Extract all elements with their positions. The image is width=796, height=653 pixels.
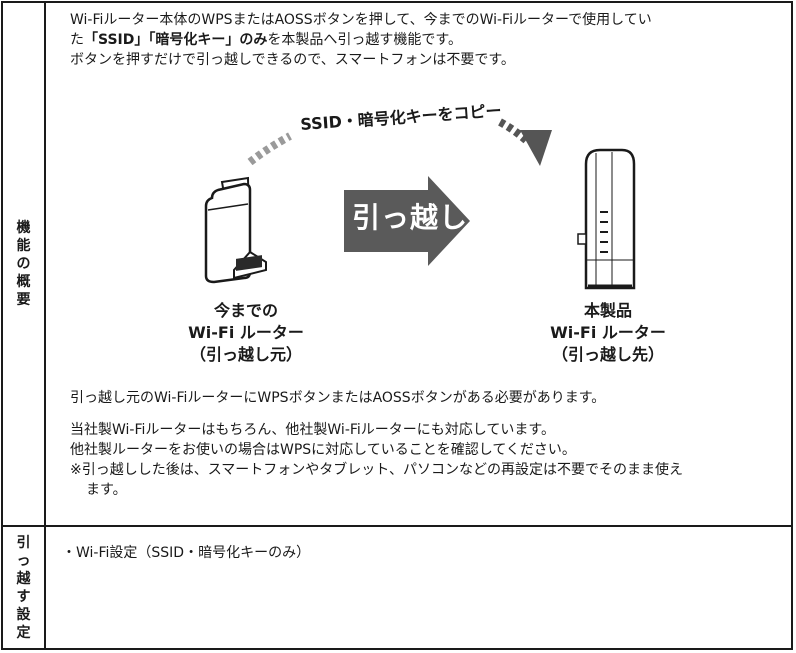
label-char: 概: [16, 274, 31, 290]
label-char: 引: [16, 534, 31, 551]
note-line: 当社製Wi-Fiルーターはもちろん、他社製Wi-Fiルーターにも対応しています。: [70, 422, 555, 438]
new-router-icon: [577, 148, 636, 290]
section-label-overview: 機 能 の 概 要: [3, 3, 44, 525]
row-divider: [1, 525, 793, 527]
caption-line: Wi-Fi ルーター: [550, 323, 666, 342]
section-label-migration-settings: 引 っ 越 す 設 定: [3, 527, 44, 648]
note-line: ※引っ越しした後は、スマートフォンやタブレット、パソコンなどの再設定は不要でその…: [70, 462, 684, 478]
old-router-icon: [204, 176, 267, 284]
migration-arrow: [344, 176, 470, 266]
label-char: す: [16, 588, 31, 605]
label-char: っ: [16, 552, 31, 569]
intro-text: を本製品へ引っ越す機能です。: [267, 32, 462, 48]
label-char: 設: [16, 606, 31, 623]
caption-line: Wi-Fi ルーター: [188, 323, 304, 342]
label-char: 越: [16, 570, 31, 587]
caption-line: （引っ越し先）: [551, 345, 664, 364]
intro-line: ボタンを押すだけで引っ越しできるので、スマートフォンは不要です。: [70, 52, 515, 68]
note-line: 他社製ルーターをお使いの場合はWPSに対応していることを確認してください。: [70, 442, 576, 458]
requirement-note: 引っ越し元のWi-FiルーターにWPSボタンまたはAOSSボタンがある必要があり…: [70, 388, 785, 408]
intro-line: た「SSID」「暗号化キー」のみを本製品へ引っ越す機能です。: [70, 30, 770, 50]
intro-emphasis: 「SSID」「暗号化キー」のみ: [84, 32, 268, 48]
migrated-setting-item: ・Wi-Fi設定（SSID・暗号化キーのみ）: [62, 545, 311, 561]
intro-line: Wi-Fiルーター本体のWPSまたはAOSSボタンを押して、今までのWi-Fiル…: [70, 12, 652, 28]
compatibility-note: 当社製Wi-Fiルーターはもちろん、他社製Wi-Fiルーターにも対応しています。…: [70, 420, 785, 500]
dotted-copy-arrow: [247, 118, 552, 166]
old-router-caption: 今までの Wi-Fi ルーター （引っ越し元）: [176, 300, 316, 366]
label-char: 定: [16, 624, 31, 641]
new-router-caption: 本製品 Wi-Fi ルーター （引っ越し先）: [538, 300, 678, 366]
label-char: 機: [16, 220, 31, 236]
label-char: 能: [16, 238, 31, 254]
arrow-label: 引っ越し: [352, 201, 469, 234]
note-line: ます。: [86, 482, 127, 498]
label-char: 要: [16, 292, 31, 308]
intro-paragraph: Wi-Fiルーター本体のWPSまたはAOSSボタンを押して、今までのWi-Fiル…: [70, 10, 770, 70]
caption-line: （引っ越し元）: [189, 345, 302, 364]
note-line: 引っ越し元のWi-FiルーターにWPSボタンまたはAOSSボタンがある必要があり…: [70, 390, 606, 406]
intro-text: た: [70, 32, 84, 48]
label-char: の: [16, 256, 31, 272]
caption-line: 本製品: [583, 301, 632, 320]
column-divider: [44, 1, 46, 650]
caption-line: 今までの: [213, 301, 278, 320]
